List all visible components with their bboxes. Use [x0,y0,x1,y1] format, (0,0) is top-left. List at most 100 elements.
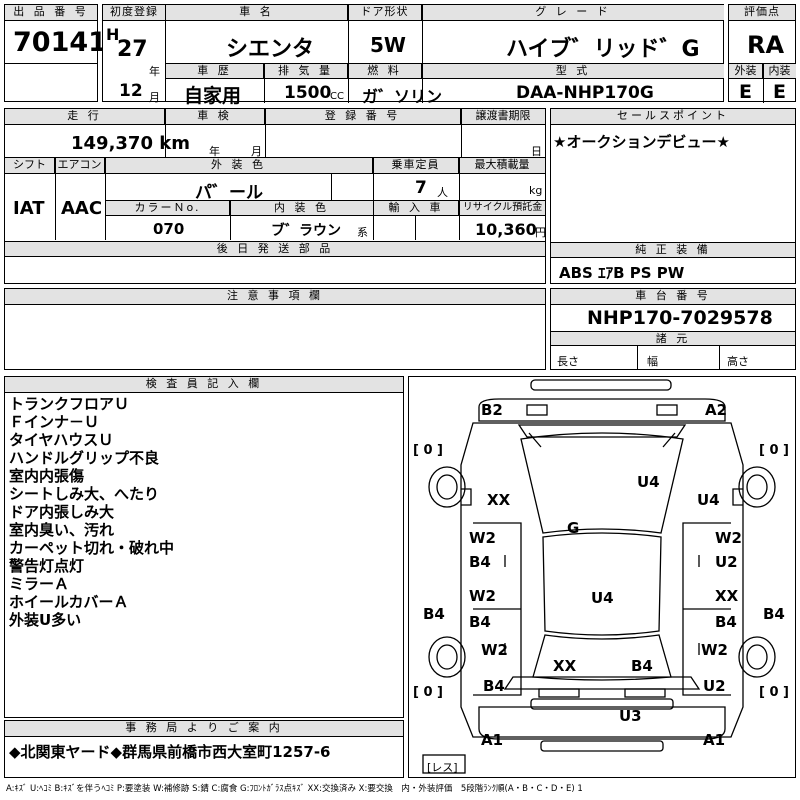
damage-mark: W2 [715,529,742,547]
inspector-label: 検 査 員 記 入 欄 [5,377,403,393]
damage-mark: B4 [483,677,505,695]
mileage: 149,370 km [71,133,190,154]
damage-mark: XX [487,491,511,509]
import-label: 輸 入 車 [374,201,459,216]
transfer-label: 譲渡書期限 [461,109,545,125]
interior-grade: E [773,81,786,103]
shift: IAT [13,198,45,219]
spare-tire: [レス] [427,761,458,774]
registration-month: 12 [119,81,143,101]
load-unit: kg [529,184,543,197]
inspector-line: タイヤハウスＵ [9,431,114,449]
office-box: 事 務 局 よ り ご 案 内 ◆北関東ヤード◆群馬県前橋市西大室町1257-6 [4,720,404,778]
inspector-line: ドア内張しみ大 [9,503,115,521]
damage-mark: B4 [423,605,445,623]
damage-mark: W2 [469,587,496,605]
exterior-color-label: 外 装 色 [105,158,373,174]
damage-mark: U4 [591,589,614,607]
damage-mark: XX [553,657,577,675]
exterior-color: パ゛ール [195,183,263,203]
damage-mark: A1 [703,731,726,749]
month-unit: 月 [149,91,160,104]
exterior-label: 外装 [729,64,763,79]
inspection-month-unit: 月 [251,145,262,158]
legend: A:ｷｽﾞ U:ﾍｺﾐ B:ｷｽﾞを伴うﾍｺﾐ P:要塗装 W:補修跡 S:錆 … [6,784,583,794]
later-parts-label: 後 日 発 送 部 品 [5,242,545,257]
capacity: 7 [415,178,427,198]
color-number-label: カラーＮo. [106,201,230,216]
door-type-label: ドア形状 [348,5,422,21]
inspection-year-unit: 年 [209,145,220,158]
car-outline [422,379,776,774]
damage-mark: XX [715,587,739,605]
grade: ハイブ゛リッド゛G [506,37,700,62]
later-parts-box: 後 日 発 送 部 品 [4,242,546,284]
damage-mark: B4 [763,605,785,623]
interior-color-label: 内 装 色 [230,201,373,216]
spec-row: シフト エアコン 外 装 色 乗車定員 最大積載量 IAT AAC パ゛ール 7… [4,158,546,242]
inspector-line: 室内臭い、汚れ [9,521,115,539]
transfer-day-unit: 日 [531,145,542,158]
equipment-label: 純 正 装 備 [551,243,795,258]
first-registration-label: 初度登録 [103,5,165,21]
grade-label: グ レ ー ド [422,5,724,21]
inspector-line: ホイールカバーＡ [9,593,129,611]
displacement: 1500 [284,83,332,103]
color-number: 070 [153,220,185,238]
recycle-label: リサイクル預託金 [460,201,545,216]
interior-color-unit: 系 [357,226,368,239]
car-name: シエンタ [226,37,315,62]
damage-mark: B4 [631,657,653,675]
damage-mark: W2 [481,641,508,659]
chassis-label: 車 台 番 号 [551,289,795,305]
registration-year: 27 [117,37,148,62]
recycle-fee: 10,360 [475,220,537,239]
capacity-label: 乗車定員 [373,158,459,174]
chassis-number: NHP170-7029578 [587,307,773,329]
inspection-label: 車 検 [165,109,265,125]
history: 自家用 [184,85,242,107]
damage-mark: U3 [619,707,642,725]
damage-mark: U4 [637,473,660,491]
lot-number: 70141 [13,27,107,58]
plate-label: 登 録 番 号 [265,109,461,125]
interior-label: 内装 [763,64,796,79]
top-right-block: 車 名 ドア形状 グ レ ー ド シエンタ 5W ハイブ゛リッド゛G 車 歴 排… [166,4,724,107]
tire-rear-right: [ 0 ] [759,685,789,700]
inspector-line: シートしみ大、へたり [9,485,160,503]
history-label: 車 歴 [166,64,264,79]
exterior-grade: E [739,81,752,103]
cc-unit: CC [330,91,344,102]
mileage-row: 走 行 車 検 登 録 番 号 譲渡書期限 149,370 km 年 月 日 [4,108,546,158]
damage-mark: A1 [481,731,504,749]
year-unit: 年 [149,65,160,78]
overall-score: RA [747,31,785,59]
lot-number-box: 出 品 番 号 70141 [4,4,107,102]
sales-point-label: セールスポイント [551,109,795,125]
notes-box: 注 意 事 項 欄 [4,288,546,370]
damage-mark: W2 [469,529,496,547]
aircon-label: エアコン [55,158,105,174]
chassis-box: 車 台 番 号 NHP170-7029578 諸 元 長さ 幅 高さ [550,288,796,370]
shift-label: シフト [5,158,55,174]
tire-front-left: [ 0 ] [413,443,443,458]
max-load-label: 最大積載量 [459,158,545,174]
era-mark: H [106,25,120,44]
recycle-unit: 円 [535,226,546,239]
damage-mark: B4 [715,613,737,631]
model-code: DAA-NHP170G [516,83,654,103]
damage-mark: U2 [715,553,738,571]
office-label: 事 務 局 よ り ご 案 内 [5,721,403,737]
office-address: ◆北関東ヤード◆群馬県前橋市西大室町1257-6 [9,743,331,761]
fuel: ガ゛ソリン [362,87,443,106]
aircon: AAC [61,198,103,219]
fuel-label: 燃 料 [348,64,422,79]
equipment-box: 純 正 装 備 ABS ｴｱB PS PW [550,242,796,284]
displacement-label: 排 気 量 [264,64,348,79]
length-label: 長さ [557,355,579,368]
car-name-label: 車 名 [166,5,348,21]
tire-rear-left: [ 0 ] [413,685,443,700]
inspector-line: 警告灯点灯 [9,557,85,575]
damage-mark: G [567,519,580,537]
damage-diagram: [ 0 ] [ 0 ] [ 0 ] [ 0 ] [レス] B2 A2 U4 XX… [408,376,796,778]
